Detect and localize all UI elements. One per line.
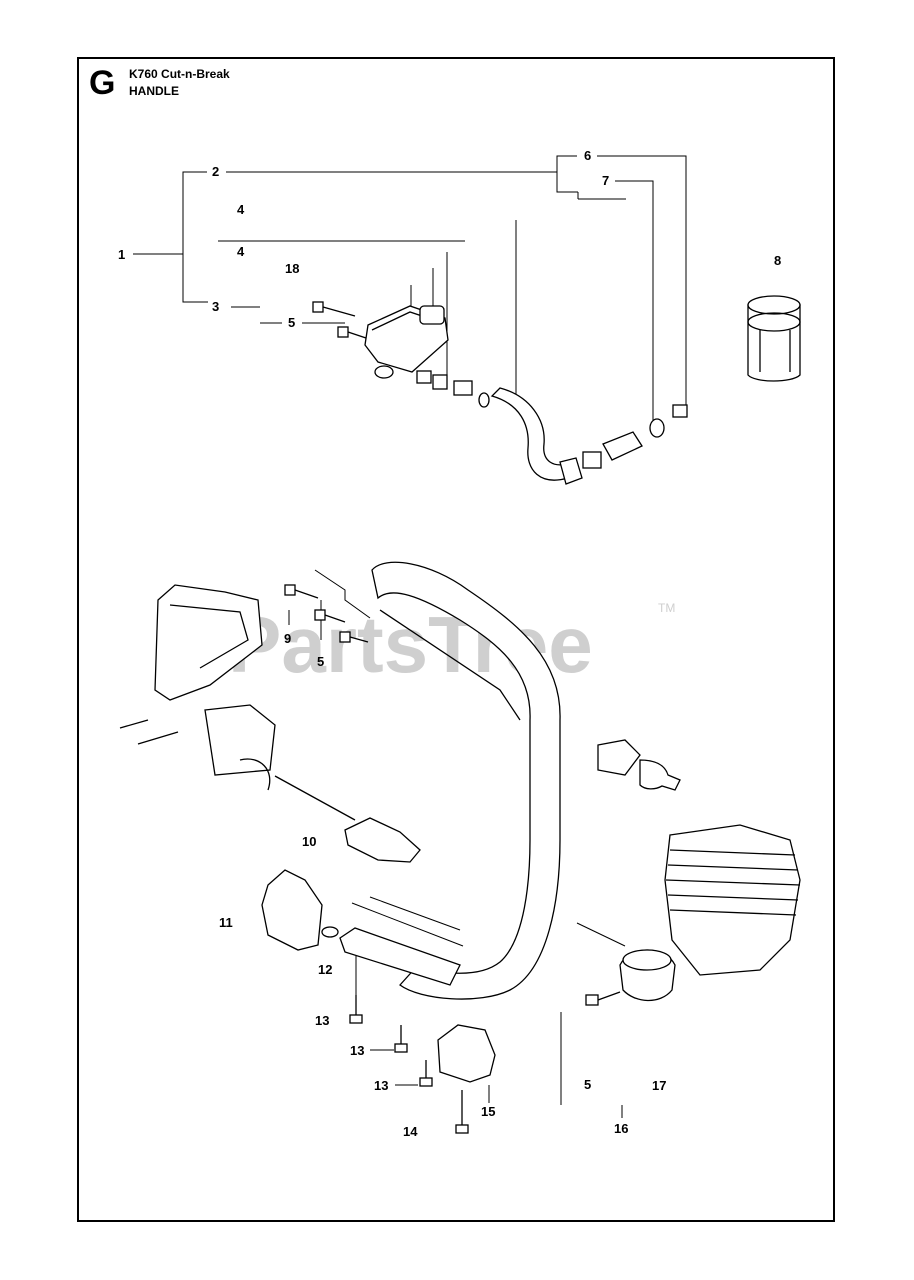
front-handle-assembly [119, 561, 801, 1134]
cylinder-engine [664, 824, 801, 976]
nozzle-parts [416, 370, 490, 408]
callout-4b: 4 [237, 244, 245, 259]
screw-5-upper [312, 301, 367, 339]
callout-5c: 5 [584, 1077, 591, 1092]
hose-fitting [582, 404, 688, 469]
bumper-15 [437, 1024, 496, 1083]
callout-6: 6 [584, 148, 591, 163]
callout-4a: 4 [237, 202, 245, 217]
callout-15: 15 [481, 1104, 495, 1119]
callout-8: 8 [774, 253, 781, 268]
hose [490, 387, 583, 485]
water-valve-assembly [312, 301, 688, 485]
model-name: K760 Cut-n-Break [129, 67, 230, 81]
callout-14: 14 [403, 1124, 418, 1139]
callout-5b: 5 [317, 654, 324, 669]
screw-5-lower [585, 991, 621, 1006]
callout-13a: 13 [315, 1013, 329, 1028]
cover-16 [619, 949, 676, 1002]
screws-9-5 [284, 584, 369, 643]
callout-18: 18 [285, 261, 299, 276]
frame-bracket-left [119, 584, 356, 821]
callout-7: 7 [602, 173, 609, 188]
callout-13c: 13 [374, 1078, 388, 1093]
callout-1: 1 [118, 247, 125, 262]
guide-part-10 [344, 817, 421, 863]
diagram-frame [77, 57, 835, 1222]
spring-right [597, 739, 681, 791]
callout-labels: 1 2 3 4 4 18 5 6 7 8 9 5 10 11 12 13 13 … [118, 148, 781, 1139]
callout-9: 9 [284, 631, 291, 646]
leader-lines-lower [288, 569, 626, 1118]
screws-13 [349, 995, 433, 1087]
screw-14 [455, 1090, 469, 1134]
callout-12: 12 [318, 962, 332, 977]
callout-2: 2 [212, 164, 219, 179]
callout-10: 10 [302, 834, 316, 849]
watermark-trademark: TM [658, 601, 675, 615]
coupling-part-8 [747, 295, 801, 382]
callout-17: 17 [652, 1078, 666, 1093]
handle-bar [371, 561, 561, 1000]
section-letter: G [89, 64, 116, 102]
leader-lines-upper [133, 155, 687, 420]
plate-12 [339, 927, 461, 986]
callout-3: 3 [212, 299, 219, 314]
callout-16: 16 [614, 1121, 628, 1136]
rubber-mount-11 [261, 869, 339, 951]
section-name: HANDLE [129, 84, 179, 98]
callout-5a: 5 [288, 315, 295, 330]
callout-11: 11 [219, 915, 233, 930]
valve-body [364, 305, 449, 379]
callout-13b: 13 [350, 1043, 364, 1058]
